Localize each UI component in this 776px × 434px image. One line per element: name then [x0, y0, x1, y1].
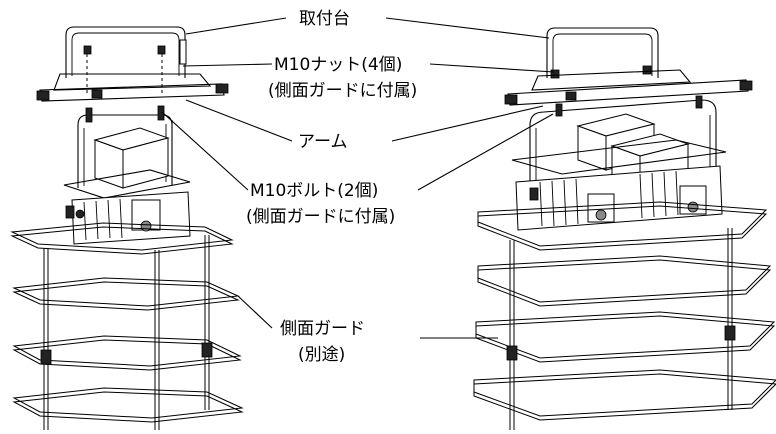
side-guard-label: 側面ガード	[280, 319, 365, 339]
left-lamp-unit	[63, 105, 191, 245]
side-guard-note: (別途)	[298, 345, 345, 365]
left-side-guard	[10, 222, 244, 430]
arm-label: アーム	[298, 132, 347, 152]
m10-bolt-label: M10ボルト(2個)	[250, 181, 378, 201]
right-side-guard	[473, 201, 776, 430]
left-mount-base	[36, 26, 229, 102]
leader-lines	[161, 17, 555, 339]
m10-nut-note: (側面ガードに付属)	[268, 81, 417, 101]
m10-nut-label: M10ナット(4個)	[274, 55, 402, 75]
callout-labels: 取付台 M10ナット(4個) (側面ガードに付属) アーム M10ボルト(2個)…	[246, 9, 417, 365]
double-unit-assembly	[473, 27, 776, 430]
right-lamp-units	[511, 95, 727, 231]
right-mount-base	[504, 27, 753, 106]
mount-base-label: 取付台	[299, 9, 350, 29]
single-unit-assembly	[10, 26, 244, 430]
m10-bolt-note: (側面ガードに付属)	[246, 207, 395, 227]
